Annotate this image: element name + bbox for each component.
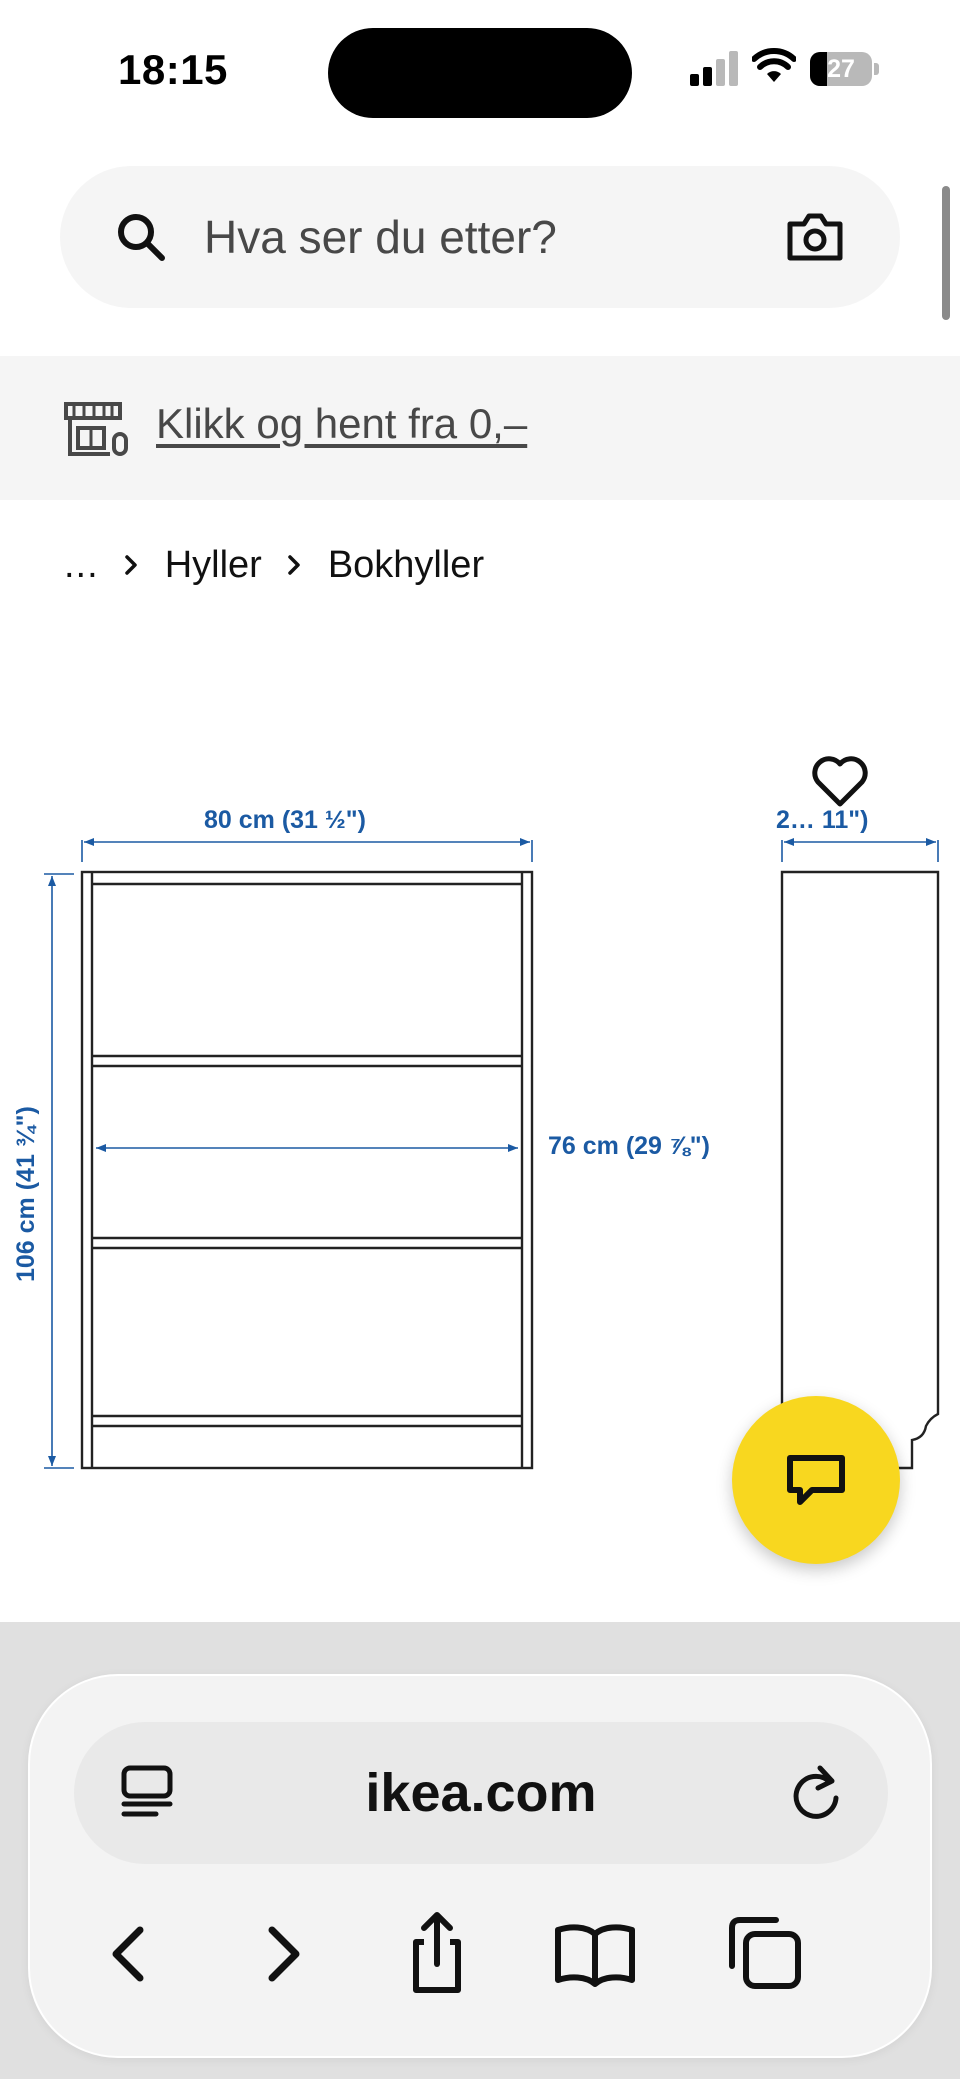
status-time: 18:15: [118, 46, 228, 93]
wifi-icon: [752, 48, 796, 82]
promo-banner: Klikk og hent fra 0,–: [0, 356, 960, 500]
share-button[interactable]: [392, 1908, 482, 1998]
tabs-icon: [729, 1917, 801, 1989]
dynamic-island: [328, 28, 632, 118]
forward-icon: [268, 1926, 300, 1982]
battery-level: 27: [827, 55, 855, 83]
breadcrumb-item-bokhyller[interactable]: Bokhyller: [327, 543, 485, 586]
store-icon: [64, 402, 128, 456]
height-dimension-label: 106 cm (41 ¾"): [12, 1106, 40, 1282]
chat-button[interactable]: [732, 1396, 900, 1564]
height-dimension-line: [44, 873, 74, 1469]
bookshelf-side: [780, 870, 940, 1470]
depth-dimension-label: 2… 11"): [776, 806, 869, 834]
search-icon: [118, 214, 165, 261]
search-bar[interactable]: [60, 166, 900, 308]
back-icon: [112, 1926, 144, 1982]
status-bar: 18:15 27: [0, 0, 960, 140]
battery-icon: 27: [810, 52, 880, 86]
depth-dimension-line: [781, 838, 939, 862]
browser-toolbar: ikea.com: [0, 1622, 960, 2079]
breadcrumb: ... Hyller Bokhyller: [60, 538, 488, 592]
bookmarks-button[interactable]: [550, 1908, 640, 1998]
reader-icon[interactable]: [118, 1764, 176, 1822]
favorite-button[interactable]: [808, 750, 872, 810]
product-dimension-image[interactable]: 80 cm (31 ½") 76 cm (29 ⅞") 106 cm (41 ¾…: [0, 640, 960, 1620]
breadcrumb-ellipsis[interactable]: ...: [64, 543, 99, 586]
bookshelf-front: [80, 870, 534, 1470]
browser-nav-bar: [30, 1896, 934, 2006]
inner-width-dimension-label: 76 cm (29 ⅞"): [548, 1132, 710, 1160]
address-bar[interactable]: ikea.com: [74, 1722, 888, 1864]
scroll-indicator[interactable]: [942, 186, 950, 320]
chat-bubble-icon: [787, 1455, 845, 1505]
width-dimension-label: 80 cm (31 ½"): [204, 806, 366, 834]
back-button[interactable]: [84, 1908, 174, 1998]
browser-toolbar-panel: ikea.com: [28, 1674, 932, 2058]
url-text: ikea.com: [365, 1763, 597, 1823]
reload-icon[interactable]: [786, 1762, 846, 1824]
forward-button[interactable]: [238, 1908, 328, 1998]
tabs-button[interactable]: [718, 1908, 808, 1998]
bookshelf-dimension-drawing: [44, 838, 940, 1470]
width-dimension-line: [81, 838, 533, 862]
chevron-right-icon: [288, 555, 300, 575]
breadcrumb-item-hyller[interactable]: Hyller: [164, 543, 262, 586]
heart-icon: [812, 756, 868, 807]
cellular-signal-icon: [690, 51, 738, 86]
battery-fill: [810, 52, 827, 86]
camera-icon[interactable]: [786, 210, 844, 264]
share-icon: [413, 1912, 461, 1993]
bookmarks-icon: [555, 1924, 635, 1987]
chevron-right-icon: [124, 555, 137, 575]
promo-link[interactable]: Klikk og hent fra 0,–: [156, 400, 528, 447]
search-input[interactable]: [204, 202, 744, 272]
inner-width-dimension-line: [96, 1144, 518, 1152]
